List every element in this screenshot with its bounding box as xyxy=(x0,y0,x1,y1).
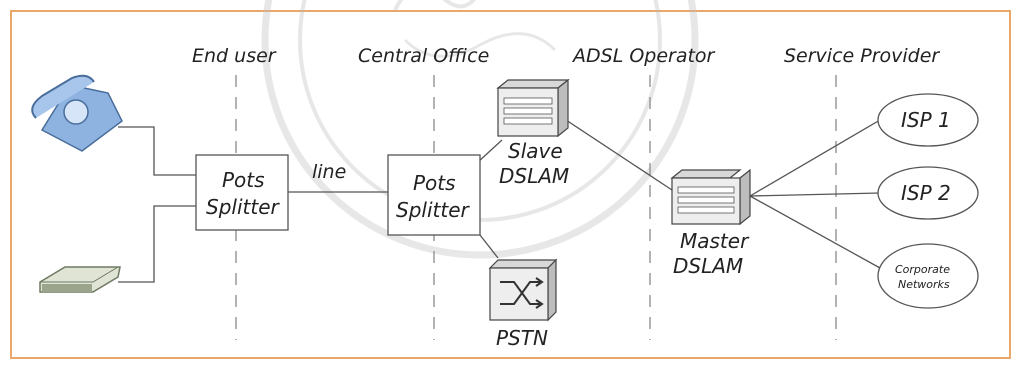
segment-service-provider: Service Provider xyxy=(784,45,940,67)
master-dslam-icon xyxy=(672,170,750,224)
master-dslam-line2: DSLAM xyxy=(673,254,743,278)
corporate-line1: Corporate xyxy=(895,263,950,276)
corporate-node xyxy=(878,244,978,308)
link-master-isp1 xyxy=(750,120,880,196)
slave-dslam-line1: Slave xyxy=(508,139,563,163)
pots-splitter-user-line1: Pots xyxy=(222,168,265,192)
isp1-label: ISP 1 xyxy=(901,108,951,132)
pstn-switch-icon xyxy=(490,260,556,320)
link-master-corporate xyxy=(750,196,880,268)
slave-dslam-icon xyxy=(498,80,568,136)
link-slave-master xyxy=(566,120,672,190)
link-phone-splitter xyxy=(118,127,196,175)
pstn-label: PSTN xyxy=(496,326,548,350)
master-dslam-line1: Master xyxy=(680,229,750,253)
isp2-label: ISP 2 xyxy=(901,181,951,205)
link-master-isp2 xyxy=(750,193,880,196)
modem-icon xyxy=(40,267,120,292)
slave-dslam-line2: DSLAM xyxy=(499,164,569,188)
segment-central-office: Central Office xyxy=(358,45,489,67)
telephone-icon xyxy=(32,76,122,151)
line-label: line xyxy=(312,161,346,183)
pots-splitter-user-line2: Splitter xyxy=(206,195,280,219)
segment-end-user: End user xyxy=(192,45,277,67)
pots-splitter-co-line2: Splitter xyxy=(396,198,470,222)
pots-splitter-co-line1: Pots xyxy=(413,171,456,195)
segment-adsl-operator: ADSL Operator xyxy=(571,45,716,67)
corporate-line2: Networks xyxy=(898,278,950,291)
link-modem-splitter xyxy=(118,206,196,282)
link-splitter-slave xyxy=(478,140,502,162)
pots-splitter-co xyxy=(388,155,480,235)
